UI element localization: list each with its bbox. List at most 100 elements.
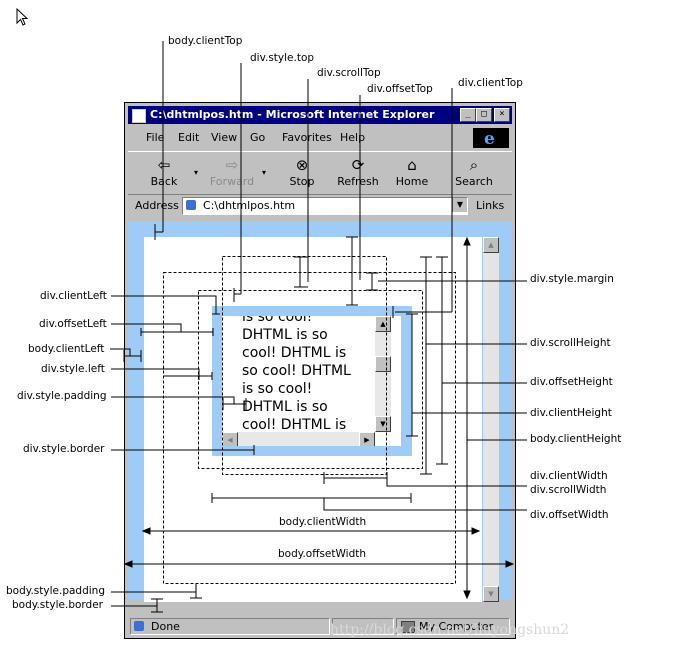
- status-zone-cell: My Computer: [396, 618, 510, 635]
- div-offsetwidth-leader: [211, 493, 527, 511]
- title-bar[interactable]: C:\dhtmlpos.htm - Microsoft Internet Exp…: [128, 106, 512, 124]
- status-bar: Done My Computer: [128, 616, 512, 636]
- label-div-clientheight: div.clientHeight: [530, 407, 612, 419]
- label-div-style-margin: div.style.margin: [530, 273, 614, 285]
- menu-view[interactable]: View: [211, 131, 238, 144]
- body-style-padding-leader: [111, 583, 202, 599]
- body-clienttop-leader: [154, 41, 164, 240]
- div-scroll-right-icon[interactable]: ▶: [359, 432, 375, 446]
- div-offsettop-leader: [346, 95, 361, 306]
- address-input[interactable]: C:\dhtmlpos.htm ▼: [182, 197, 468, 215]
- body-padding-box: [163, 272, 456, 584]
- home-label: Home: [395, 175, 429, 188]
- menu-bar: File Edit View Go Favorites Help e: [128, 127, 512, 149]
- label-div-offsetheight: div.offsetHeight: [530, 376, 613, 388]
- status-zone: My Computer: [419, 620, 494, 633]
- div-scroll-box: [222, 256, 387, 475]
- search-label: Search: [455, 175, 493, 188]
- label-body-clienttop: body.clientTop: [168, 35, 243, 47]
- status-text-cell: Done: [130, 618, 330, 635]
- div-offsetheight-leader: [436, 256, 527, 465]
- label-div-offsetleft: div.offsetLeft: [39, 318, 107, 330]
- status-text: Done: [151, 620, 180, 633]
- label-body-clientwidth: body.clientWidth: [279, 516, 367, 528]
- scroll-up-icon[interactable]: ▲: [483, 237, 499, 253]
- div-client-area: is so cool! DHTML is so cool! DHTML is s…: [222, 316, 401, 446]
- address-value: C:\dhtmlpos.htm: [203, 199, 296, 212]
- div-horizontal-scrollbar[interactable]: ◀ ▶: [222, 432, 375, 446]
- status-spacer: [332, 618, 394, 635]
- body-style-border-leader: [111, 598, 163, 613]
- div-clientwidth-leader: [323, 472, 527, 487]
- body-clientheight-leader: [466, 238, 527, 598]
- status-page-icon: [134, 621, 144, 631]
- label-div-style-border: div.style.border: [23, 443, 105, 455]
- label-div-style-top: div.style.top: [250, 52, 315, 64]
- label-div-clientwidth: div.clientWidth: [530, 470, 608, 482]
- label-div-offsetwidth: div.offsetWidth: [530, 509, 609, 521]
- svg-text:e: e: [484, 129, 495, 148]
- div-clientheight-leader: [406, 313, 527, 437]
- div-style-top-leader: [233, 63, 242, 302]
- home-icon: ⌂: [407, 156, 417, 174]
- back-arrow-icon: ⇦: [157, 156, 171, 174]
- watermark: http://blog.csdn.net/liuyongshun2: [330, 622, 570, 638]
- label-div-style-padding: div.style.padding: [17, 390, 107, 402]
- address-label: Address: [135, 199, 179, 212]
- search-button[interactable]: ⌕ Search: [446, 154, 502, 192]
- back-button[interactable]: ⇦ Back: [136, 154, 192, 192]
- computer-icon: [401, 621, 415, 633]
- home-button[interactable]: ⌂ Home: [384, 154, 440, 192]
- menu-file[interactable]: File: [146, 131, 165, 144]
- ie-page-icon: [132, 109, 146, 123]
- back-dropdown-icon[interactable]: ▾: [194, 168, 199, 177]
- maximize-button[interactable]: □: [476, 108, 492, 122]
- forward-label: Forward: [209, 175, 255, 188]
- ie-logo-icon: e: [473, 128, 509, 149]
- label-body-style-padding: body.style.padding: [6, 585, 105, 597]
- label-div-clientleft: div.clientLeft: [40, 290, 107, 302]
- div-margin-box: [198, 290, 423, 469]
- page-vertical-scrollbar[interactable]: ▲ ▼: [483, 237, 499, 602]
- menu-go[interactable]: Go: [250, 131, 266, 144]
- menu-edit[interactable]: Edit: [178, 131, 200, 144]
- forward-dropdown-icon[interactable]: ▾: [262, 168, 267, 177]
- body-clientleft-leader: [110, 348, 142, 362]
- div-scrollheight-leader: [420, 256, 527, 475]
- div-clientleft-leader: [111, 295, 220, 315]
- menu-favorites[interactable]: Favorites: [282, 131, 332, 144]
- label-div-scrollwidth: div.scrollWidth: [530, 484, 607, 496]
- back-label: Back: [150, 175, 178, 188]
- refresh-button[interactable]: ⟳ Refresh: [330, 154, 386, 192]
- positioned-div: is so cool! DHTML is so cool! DHTML is s…: [212, 306, 412, 456]
- menu-help[interactable]: Help: [340, 131, 366, 144]
- refresh-icon: ⟳: [351, 156, 365, 174]
- div-style-left-leader: [111, 368, 213, 380]
- div-style-border-leader: [111, 445, 255, 455]
- address-bar: Address C:\dhtmlpos.htm ▼ Links: [128, 195, 512, 217]
- close-button[interactable]: ×: [494, 108, 510, 122]
- links-button[interactable]: Links: [476, 199, 505, 212]
- label-div-offsettop: div.offsetTop: [367, 83, 433, 95]
- label-body-offsetwidth: body.offsetWidth: [278, 548, 367, 560]
- refresh-label: Refresh: [337, 175, 379, 188]
- cursor-icon: [16, 8, 29, 26]
- div-offsetleft-leader: [111, 323, 214, 336]
- minimize-button[interactable]: _: [460, 108, 476, 122]
- forward-arrow-icon: ⇨: [225, 156, 239, 174]
- div-scrolltop-leader: [294, 79, 309, 288]
- label-body-style-border: body.style.border: [12, 599, 103, 611]
- forward-button[interactable]: ⇨ Forward: [204, 154, 260, 192]
- label-div-clienttop: div.clientTop: [458, 77, 523, 89]
- stop-icon: ⊗: [295, 156, 309, 174]
- page-icon: [186, 200, 196, 210]
- label-div-style-left: div.style.left: [41, 363, 105, 375]
- scroll-down-icon[interactable]: ▼: [483, 586, 499, 602]
- label-body-clientleft: body.clientLeft: [28, 343, 105, 355]
- label-body-clientheight: body.clientHeight: [530, 433, 622, 445]
- search-icon: ⌕: [469, 156, 479, 174]
- window-title: C:\dhtmlpos.htm - Microsoft Internet Exp…: [150, 108, 435, 121]
- div-style-padding-leader: [111, 396, 247, 410]
- div-style-margin-leader: [366, 272, 527, 291]
